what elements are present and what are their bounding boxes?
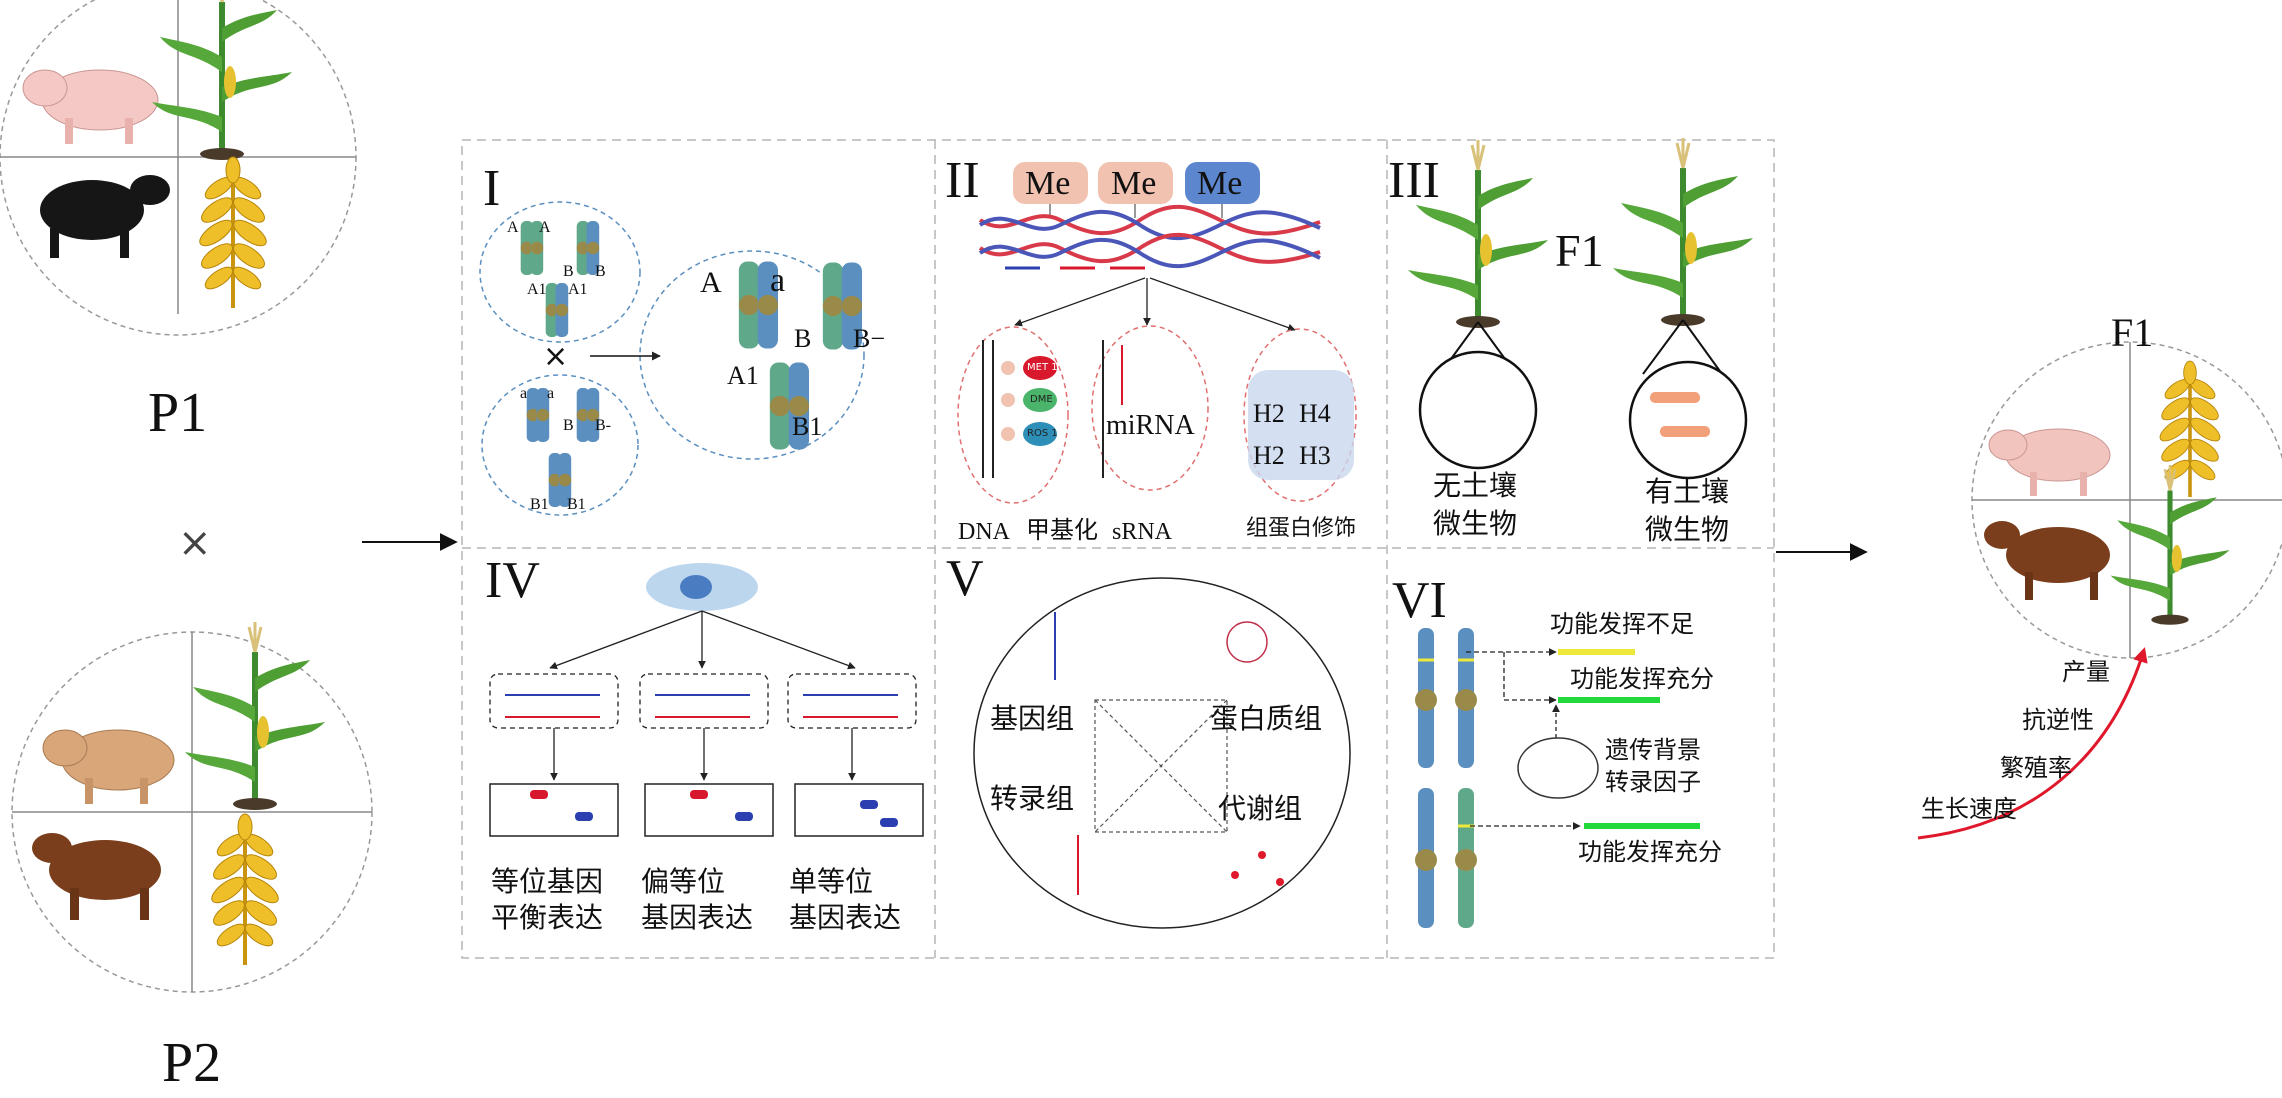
caption-histone-modification: 组蛋白修饰 [1246,516,1357,541]
mirna-label: miRNA [1106,410,1195,441]
allele-label: a [520,385,528,402]
trait-growth-rate: 生长速度 [1921,795,2017,823]
allele-label: A [507,219,519,236]
allele-label: B1 [530,496,549,513]
omics-metabolome: 代谢组 [1218,792,1303,825]
panel-4-graphics [489,563,924,837]
omics-genome: 基因组 [990,702,1075,735]
histone-label: H3 [1299,441,1331,470]
allele-label: A [539,219,551,236]
maize-icon [1611,136,1755,328]
caption-srna: sRNA [1112,519,1173,545]
maize-icon [183,620,327,812]
wheat-icon [195,156,271,309]
panel-3-graphics [1406,136,1755,480]
soil-microbes-line2: 微生物 [1645,513,1730,546]
monoallelic-expression-line1: 单等位 [789,865,874,898]
cow-icon [1984,521,2110,600]
allele-big-B: B [794,324,812,353]
cow-icon [40,175,170,258]
allele-label: B [595,263,606,280]
allele-big-a: a [770,262,786,299]
histone-label: H4 [1299,399,1331,428]
cross-symbol: × [178,520,212,566]
p1-label: P1 [148,382,208,444]
monoallelic-expression-line2: 基因表达 [789,901,902,934]
methyl-tag: Me [1111,165,1157,202]
allele-label: B1 [567,496,586,513]
allele-label: a [547,385,555,402]
panel-1-graphics [479,201,865,516]
allele-label: A1 [568,281,588,298]
no-soil-microbes-line1: 无土壤 [1433,469,1518,502]
function-sufficient-1: 功能发挥充分 [1570,665,1714,693]
soil-microbes-line1: 有土壤 [1645,475,1730,508]
no-soil-microbes-line2: 微生物 [1433,507,1518,540]
cow-icon [32,833,161,920]
function-sufficient-2: 功能发挥充分 [1578,838,1722,866]
panel-3-numeral: III [1388,152,1440,209]
function-insufficient: 功能发挥不足 [1550,610,1694,638]
histone-label: H2 [1253,399,1285,428]
biased-expression-line2: 基因表达 [641,901,754,934]
panel-5-numeral: V [946,550,984,607]
allele-label: B [563,263,574,280]
histone-label: H2 [1253,441,1285,470]
panel-4-numeral: IV [485,552,540,609]
panel-1-numeral: I [483,160,501,217]
f1-label: F1 [2111,310,2154,355]
allele-big-A1: A1 [727,361,759,390]
balanced-expression-line2: 平衡表达 [491,901,604,934]
methyl-tag: Me [1025,165,1071,202]
allele-label: B- [595,417,611,434]
panel-6-numeral: VI [1392,572,1447,629]
transcription-factors: 转录因子 [1605,768,1701,796]
pig-icon [42,729,175,804]
enzyme-ros1: ROS 1 [1027,428,1058,439]
p1-circle [0,0,357,336]
panel-2-numeral: II [945,152,980,209]
caption-dna: DNA [958,519,1010,545]
panel-6-graphics [1415,628,1700,928]
panel-2-graphics [957,162,1357,504]
genetic-background: 遗传背景 [1605,736,1701,764]
maize-icon [2109,463,2231,627]
caption-methylation: 甲基化 [1026,516,1098,544]
p2-label: P2 [162,1032,222,1094]
biased-expression-line1: 偏等位 [641,865,726,898]
allele-big-B1: B1 [792,412,823,441]
p2-circle [11,620,373,993]
panel-5-graphics [973,577,1351,929]
omics-proteome: 蛋白质组 [1210,702,1323,735]
allele-big-A: A [700,266,722,299]
enzyme-dme: DME [1030,394,1053,405]
trait-fertility: 繁殖率 [2000,754,2072,782]
f1-circle [1971,341,2282,659]
pig-icon [1988,428,2111,496]
panel-frame [461,139,1775,959]
allele-label: A1 [527,281,547,298]
trait-stress-resistance: 抗逆性 [2022,706,2094,734]
panel-1-cross: × [543,339,569,374]
methyl-tag: Me [1197,165,1243,202]
enzyme-met1: MET 1 [1027,362,1058,373]
pig-icon [22,69,159,144]
allele-label: B [563,417,574,434]
allele-big-B-minus: B− [853,324,886,353]
trait-yield: 产量 [2062,658,2110,686]
improvement-arrow [1917,647,2148,840]
panel-3-f1-label: F1 [1555,225,1604,276]
balanced-expression-line1: 等位基因 [491,865,604,898]
wheat-icon [207,813,283,966]
maize-icon [150,0,294,162]
omics-transcriptome: 转录组 [990,782,1075,815]
